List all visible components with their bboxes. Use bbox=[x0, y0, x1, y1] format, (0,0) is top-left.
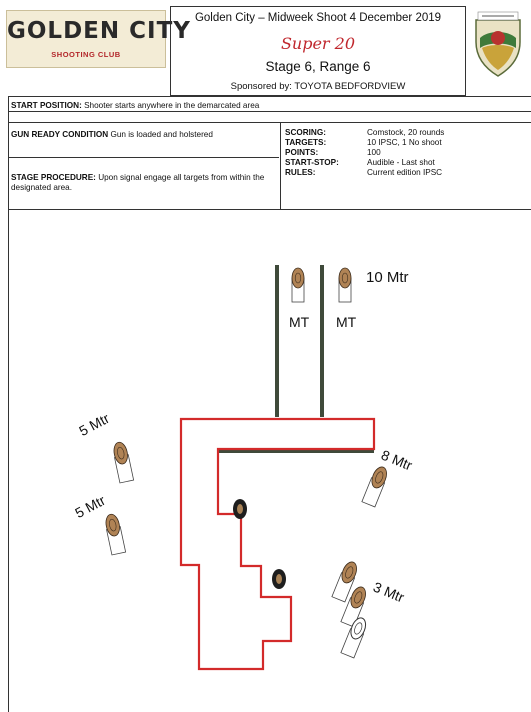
wall-left bbox=[275, 265, 279, 417]
gun-ready-text: Gun is loaded and holstered bbox=[110, 130, 213, 139]
label-10m: 10 Mtr bbox=[366, 269, 409, 286]
title-block: Golden City – Midweek Shoot 4 December 2… bbox=[170, 6, 466, 96]
event-title: Golden City – Midweek Shoot 4 December 2… bbox=[194, 12, 442, 24]
scoring-value: Comstock, 20 rounds bbox=[367, 128, 445, 137]
table-divider bbox=[280, 122, 281, 209]
points-key: POINTS: bbox=[285, 148, 319, 157]
scoring-row: SCORING: Comstock, 20 rounds bbox=[285, 128, 525, 138]
targets-row: TARGETS: 10 IPSC, 1 No shoot bbox=[285, 138, 525, 148]
table-divider bbox=[9, 209, 531, 210]
start-position-row: START POSITION: Shooter starts anywhere … bbox=[11, 101, 259, 111]
sponsor-line: Sponsored by: TOYOTA BEDFORDVIEW bbox=[230, 81, 406, 92]
table-divider bbox=[9, 111, 531, 112]
stage-info-table: START POSITION: Shooter starts anywhere … bbox=[8, 96, 531, 712]
scoring-key: SCORING: bbox=[285, 128, 326, 137]
logo-subtitle: SHOOTING CLUB bbox=[51, 50, 121, 59]
club-logo: GOLDEN CITY SHOOTING CLUB bbox=[6, 10, 191, 68]
mini-target-left bbox=[291, 267, 305, 303]
stage-name: Super 20 bbox=[280, 34, 356, 53]
procedure-label: STAGE PROCEDURE: bbox=[11, 173, 96, 182]
club-crest-icon bbox=[475, 11, 521, 77]
target-5m-bottom bbox=[103, 512, 127, 556]
gun-ready-label: GUN READY CONDITION bbox=[11, 130, 109, 139]
rules-row: RULES: Current edition IPSC bbox=[285, 168, 525, 178]
points-row: POINTS: 100 bbox=[285, 148, 525, 158]
label-mt-left: MT bbox=[289, 314, 310, 330]
start-position-label: START POSITION: bbox=[11, 101, 82, 110]
start-stop-row: START-STOP: Audible - Last shot bbox=[285, 158, 525, 168]
table-divider bbox=[9, 122, 531, 123]
wall-horizontal bbox=[218, 449, 374, 453]
targets-key: TARGETS: bbox=[285, 138, 327, 147]
gun-ready-row: GUN READY CONDITION Gun is loaded and ho… bbox=[11, 130, 213, 140]
steel-plate-lower bbox=[272, 569, 286, 589]
mini-target-right bbox=[338, 267, 352, 303]
start-stop-key: START-STOP: bbox=[285, 158, 339, 167]
procedure-text: Upon signal engage all targets from with… bbox=[11, 173, 265, 192]
start-position-text: Shooter starts anywhere in the demarcate… bbox=[84, 101, 260, 110]
target-8m bbox=[361, 464, 391, 508]
scoring-block: SCORING: Comstock, 20 rounds TARGETS: 10… bbox=[285, 128, 525, 188]
logo-title: GOLDEN CITY bbox=[7, 18, 191, 44]
rules-value: Current edition IPSC bbox=[367, 168, 443, 177]
points-value: 100 bbox=[367, 148, 381, 157]
shooting-area-fault-line bbox=[179, 417, 376, 671]
target-5m-top bbox=[111, 440, 135, 484]
wall-right bbox=[320, 265, 324, 417]
start-stop-value: Audible - Last shot bbox=[367, 158, 435, 167]
table-divider bbox=[9, 157, 279, 158]
procedure-row: STAGE PROCEDURE: Upon signal engage all … bbox=[11, 173, 273, 193]
stage-range: Stage 6, Range 6 bbox=[265, 59, 371, 74]
label-mt-right: MT bbox=[336, 314, 357, 330]
rules-key: RULES: bbox=[285, 168, 316, 177]
steel-plate-upper bbox=[233, 499, 247, 519]
targets-value: 10 IPSC, 1 No shoot bbox=[367, 138, 442, 147]
